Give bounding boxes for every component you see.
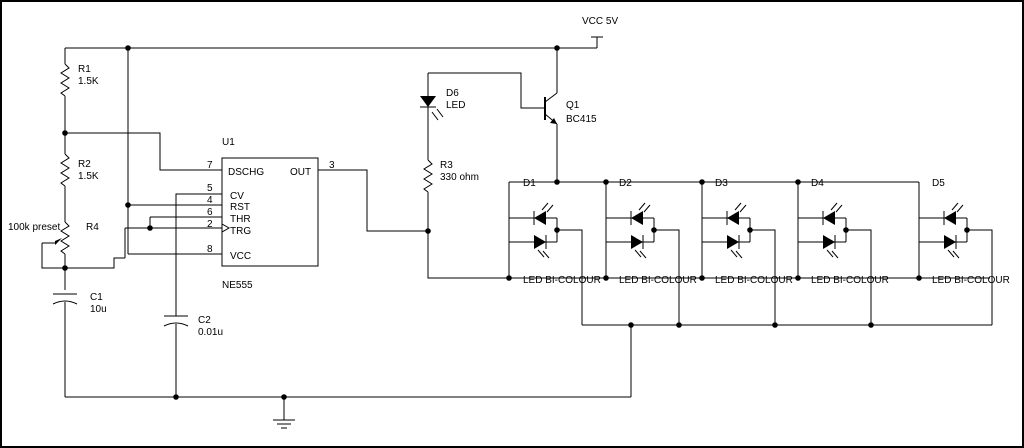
output-net bbox=[318, 72, 990, 279]
r1-ref: R1 bbox=[78, 64, 91, 75]
led-type-label: LED BI-COLOUR bbox=[523, 275, 601, 286]
resistor-r3 bbox=[423, 159, 433, 231]
pin-number: 6 bbox=[207, 207, 213, 218]
d6-ref: D6 bbox=[446, 88, 459, 99]
bicolour-led-d2 bbox=[603, 182, 680, 325]
r4-value: 100k preset bbox=[8, 222, 60, 233]
pin-name: OUT bbox=[290, 167, 311, 178]
led-ref: D4 bbox=[811, 178, 824, 189]
bicolour-led-d1 bbox=[506, 182, 583, 325]
pin-name: VCC bbox=[230, 251, 251, 262]
led-type-label: LED BI-COLOUR bbox=[619, 275, 697, 286]
c2-value: 0.01u bbox=[198, 327, 223, 338]
c2-ref: C2 bbox=[198, 315, 211, 326]
led-ref: D3 bbox=[715, 178, 728, 189]
bicolour-led-d3 bbox=[699, 182, 776, 325]
junction-dot bbox=[62, 265, 68, 271]
r1-value: 1.5K bbox=[78, 76, 99, 87]
pin-number: 5 bbox=[207, 183, 213, 194]
timer-wiring bbox=[65, 48, 222, 397]
vcc-rail bbox=[65, 36, 603, 93]
timer-ic-u1 bbox=[221, 157, 319, 267]
r2-ref: R2 bbox=[78, 159, 91, 170]
q1-ref: Q1 bbox=[566, 100, 580, 111]
pin-number: 3 bbox=[329, 160, 335, 171]
preset-r4 bbox=[41, 221, 125, 290]
resistor-r1 bbox=[60, 48, 70, 133]
r3-value: 330 ohm bbox=[440, 172, 479, 183]
junction-dot bbox=[554, 179, 560, 185]
indicator-led-d6 bbox=[420, 73, 444, 160]
q1-value: BC415 bbox=[566, 114, 597, 125]
pin-name: THR bbox=[230, 214, 251, 225]
led-ref: D1 bbox=[523, 178, 536, 189]
r4-ref: R4 bbox=[86, 222, 99, 233]
led-type-label: LED BI-COLOUR bbox=[715, 275, 793, 286]
led-bank-rails bbox=[509, 181, 992, 326]
r3-ref: R3 bbox=[440, 160, 453, 171]
led-type-label: LED BI-COLOUR bbox=[932, 275, 1010, 286]
c1-value: 10u bbox=[90, 304, 107, 315]
pin-number: 7 bbox=[207, 160, 213, 171]
pin-number: 2 bbox=[207, 219, 213, 230]
d6-value: LED bbox=[446, 100, 465, 111]
pin-name: TRG bbox=[230, 226, 251, 237]
led-ref: D5 bbox=[932, 178, 945, 189]
junction-dot bbox=[147, 225, 153, 231]
u1-ref: U1 bbox=[222, 137, 235, 148]
c1-ref: C1 bbox=[90, 292, 103, 303]
pin-number: 8 bbox=[207, 244, 213, 255]
junction-dot bbox=[281, 394, 287, 400]
bicolour-led-d5 bbox=[916, 182, 993, 325]
pin-name: CV bbox=[230, 191, 244, 202]
led-ref: D2 bbox=[619, 178, 632, 189]
pin-name: RST bbox=[230, 202, 250, 213]
u1-part: NE555 bbox=[222, 280, 253, 291]
junction-dot bbox=[628, 322, 634, 328]
pin-number: 4 bbox=[207, 195, 213, 206]
transistor-q1 bbox=[533, 92, 558, 182]
bicolour-led-d4 bbox=[795, 182, 872, 325]
led-type-label: LED BI-COLOUR bbox=[811, 275, 889, 286]
junction-dot bbox=[554, 45, 560, 51]
capacitor-c1 bbox=[52, 293, 78, 397]
vcc-label: VCC 5V bbox=[582, 16, 618, 27]
pin-name: DSCHG bbox=[228, 167, 264, 178]
r2-value: 1.5K bbox=[78, 171, 99, 182]
junction-dot bbox=[125, 202, 131, 208]
ground-rail bbox=[65, 325, 632, 429]
resistor-r2 bbox=[60, 133, 70, 222]
